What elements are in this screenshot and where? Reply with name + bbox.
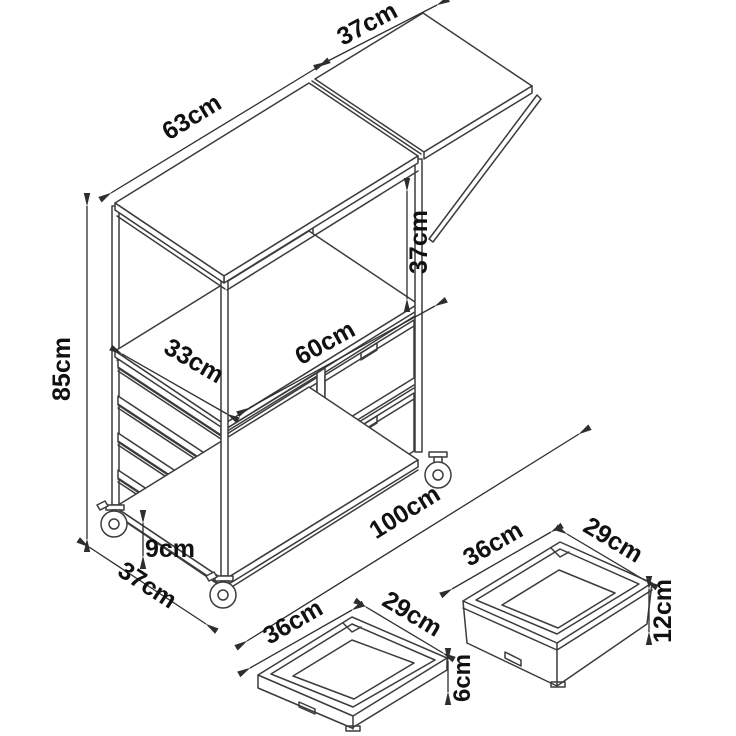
- trolley-drawing: [96, 12, 542, 609]
- dim-line-shallow-tray-length: [237, 600, 365, 678]
- caster-front-left: [205, 571, 237, 609]
- leaf-support-strut: [428, 94, 542, 243]
- label-ground-clearance: 9cm: [145, 535, 195, 563]
- label-shelf-clearance: 37cm: [405, 210, 433, 274]
- brake-lever: [96, 500, 109, 511]
- leaf-front-edge: [423, 85, 533, 160]
- caster-hub: [217, 589, 229, 601]
- dim-line-leaf-width: [312, 0, 451, 71]
- caster-back-left: [96, 500, 128, 538]
- label-height: 85cm: [48, 337, 76, 401]
- dimension-shallow-tray-height: 6cm: [444, 648, 476, 705]
- label-depth: 37cm: [113, 556, 182, 614]
- loose-deep-tray: [462, 541, 653, 688]
- bin-foot: [550, 681, 566, 688]
- dim-line-shelf-length: [236, 296, 448, 418]
- dim-line-deep-tray-length: [439, 522, 564, 599]
- dim-line-shallow-tray-width: [353, 597, 456, 663]
- label-deep-tray-height: 12cm: [649, 579, 677, 643]
- dimension-height: 85cm: [48, 193, 91, 552]
- tray-foot: [345, 725, 361, 732]
- front-left-post: [220, 278, 229, 577]
- top-left-edge: [114, 202, 225, 284]
- dim-line-top-length: [98, 57, 331, 203]
- caster-plate: [105, 504, 125, 511]
- dim-line-deep-tray-width: [554, 524, 659, 591]
- label-deep-tray-length: 36cm: [458, 516, 527, 572]
- caster-hub: [432, 469, 444, 481]
- front-right-post: [414, 158, 423, 453]
- caster-hub: [108, 518, 120, 530]
- label-top-length: 63cm: [157, 89, 226, 146]
- tray-handle-tab: [298, 701, 316, 715]
- label-shallow-tray-height: 6cm: [449, 654, 476, 702]
- dimension-deep-tray-height: 12cm: [645, 576, 677, 645]
- dimension-shelf-clearance: 37cm: [403, 178, 433, 312]
- bin-handle-tab: [504, 651, 522, 667]
- dim-line-shelf-depth: [109, 344, 240, 424]
- dim-line-depth: [76, 537, 219, 634]
